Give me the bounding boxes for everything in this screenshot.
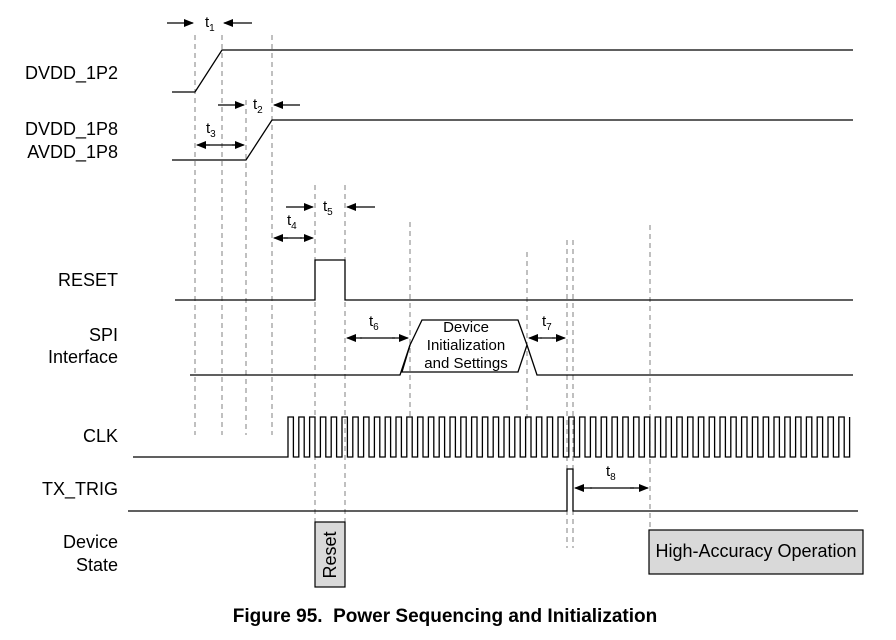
- reset-state-box: [314, 521, 346, 588]
- waveform-dvdd-1p2: [172, 49, 853, 93]
- device-state: Reset High-Accuracy Operation: [314, 521, 864, 588]
- spi-box-text: Device Initialization and Settings: [424, 319, 507, 372]
- signal-labels: DVDD_1P2 DVDD_1P8 AVDD_1P8 RESET SPI Int…: [25, 63, 118, 575]
- timing-label-t4: t4: [287, 212, 297, 232]
- timing-label-t5: t5: [323, 198, 333, 218]
- signal-label-dvdd-1p2: DVDD_1P2: [25, 63, 118, 84]
- waveform-clk: [133, 416, 851, 458]
- spi-box-line3: and Settings: [424, 355, 507, 372]
- timing-labels: t1 t2 t3 t4 t5 t6 t7 t8: [205, 14, 616, 483]
- spi-init-box: [401, 319, 528, 373]
- timing-label-t8: t8: [606, 463, 616, 483]
- signal-label-clk: CLK: [83, 426, 118, 446]
- figure-caption: Figure 95. Power Sequencing and Initiali…: [233, 606, 657, 627]
- timing-label-t6: t6: [369, 313, 379, 333]
- waveform-spi-right: [526, 344, 853, 376]
- signal-label-state: State: [76, 555, 118, 575]
- signal-label-device: Device: [63, 532, 118, 552]
- timing-label-t7: t7: [542, 313, 552, 333]
- timing-label-t2: t2: [253, 96, 263, 116]
- operation-state-label: High-Accuracy Operation: [655, 541, 856, 561]
- spi-box-line1: Device: [443, 319, 489, 336]
- timing-arrows: [167, 19, 649, 492]
- reset-state-label: Reset: [320, 531, 340, 578]
- signal-label-spi: SPI: [89, 325, 118, 345]
- signal-label-tx-trig: TX_TRIG: [42, 479, 118, 500]
- waveform-reset: [175, 259, 853, 301]
- timing-label-t1: t1: [205, 14, 215, 34]
- signal-label-dvdd-1p8: DVDD_1P8: [25, 119, 118, 140]
- signal-label-reset: RESET: [58, 270, 118, 290]
- waveform-spi: [190, 344, 411, 376]
- waveforms: [128, 49, 858, 512]
- spi-box-line2: Initialization: [427, 337, 505, 354]
- timing-label-t3: t3: [206, 120, 216, 140]
- signal-label-interface: Interface: [48, 347, 118, 367]
- waveform-tx-trig: [128, 468, 858, 512]
- waveform-dvdd-1p8: [172, 119, 853, 161]
- operation-state-box: [648, 529, 864, 575]
- guide-lines: [194, 35, 651, 548]
- signal-label-avdd-1p8: AVDD_1P8: [27, 142, 118, 163]
